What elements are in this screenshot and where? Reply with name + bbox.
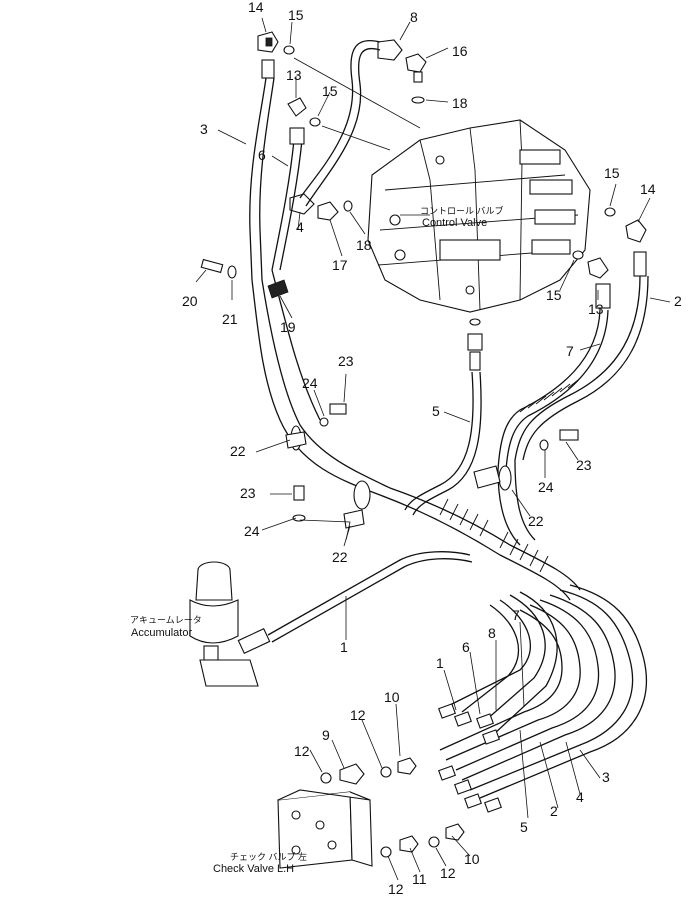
lower-hoses [267,551,648,799]
callout-12: 12 [388,881,404,897]
callout-18: 18 [452,95,468,111]
callout-24: 24 [538,479,554,495]
callout-23: 23 [576,457,592,473]
callout-10: 10 [464,851,480,867]
callout-9: 9 [322,727,330,743]
callout-22: 22 [230,443,246,459]
check-valve-label: Check Valve L.H [213,863,294,875]
callout-15: 15 [604,165,620,181]
callout-20: 20 [182,293,198,309]
callout-4: 4 [576,789,584,805]
callout-8: 8 [410,9,418,25]
accumulator-label: Accumulator [131,627,192,639]
callout-3: 3 [200,121,208,137]
callout-1: 1 [340,639,348,655]
callout-2: 2 [550,803,558,819]
check-valve-label-jp: チェック バルブ 左 [230,851,307,862]
check-valve: チェック バルブ 左 Check Valve L.H [213,789,373,875]
callout-6: 6 [462,639,470,655]
callout-11: 11 [412,871,427,887]
callout-7: 7 [566,343,574,359]
control-valve-label-jp: コントロール バルブ [420,205,504,216]
callout-8: 8 [488,625,496,641]
callout-23: 23 [240,485,256,501]
callout-18: 18 [356,237,372,253]
callout-16: 16 [452,43,468,59]
control-valve-label: Control Valve [422,217,487,229]
control-valve: コントロール バルブ Control Valve [367,119,591,313]
callout-15: 15 [546,287,562,303]
leader-lines [195,17,671,881]
callout-7: 7 [512,607,520,623]
callout-22: 22 [528,513,544,529]
accumulator-label-jp: アキュームレータ [130,615,202,625]
callout-14: 14 [248,0,264,15]
upper-hoses [249,40,649,516]
callout-13: 13 [588,301,604,317]
lower-fittings [320,703,502,858]
callout-21: 21 [222,311,238,327]
upper-fittings [257,31,647,371]
callout-19: 19 [280,319,296,335]
clamps-and-bolts [200,258,579,529]
callout-3: 3 [602,769,610,785]
callout-14: 14 [640,181,656,197]
callout-5: 5 [520,819,528,835]
callout-22: 22 [332,549,348,565]
callout-23: 23 [338,353,354,369]
part-number-callouts: 14 15 13 15 3 6 4 8 16 18 18 17 15 14 15… [182,0,682,897]
callout-10: 10 [384,689,400,705]
callout-12: 12 [440,865,456,881]
callout-1: 1 [436,655,444,671]
callout-4: 4 [296,219,304,235]
callout-12: 12 [350,707,366,723]
callout-24: 24 [302,375,318,391]
callout-17: 17 [332,257,348,273]
callout-15: 15 [288,7,304,23]
callout-13: 13 [286,67,302,83]
callout-15: 15 [322,83,338,99]
callout-24: 24 [244,523,260,539]
accumulator: アキュームレータ Accumulator [130,561,271,687]
callout-6: 6 [258,147,266,163]
callout-12: 12 [294,743,310,759]
callout-5: 5 [432,403,440,419]
callout-2: 2 [674,293,682,309]
